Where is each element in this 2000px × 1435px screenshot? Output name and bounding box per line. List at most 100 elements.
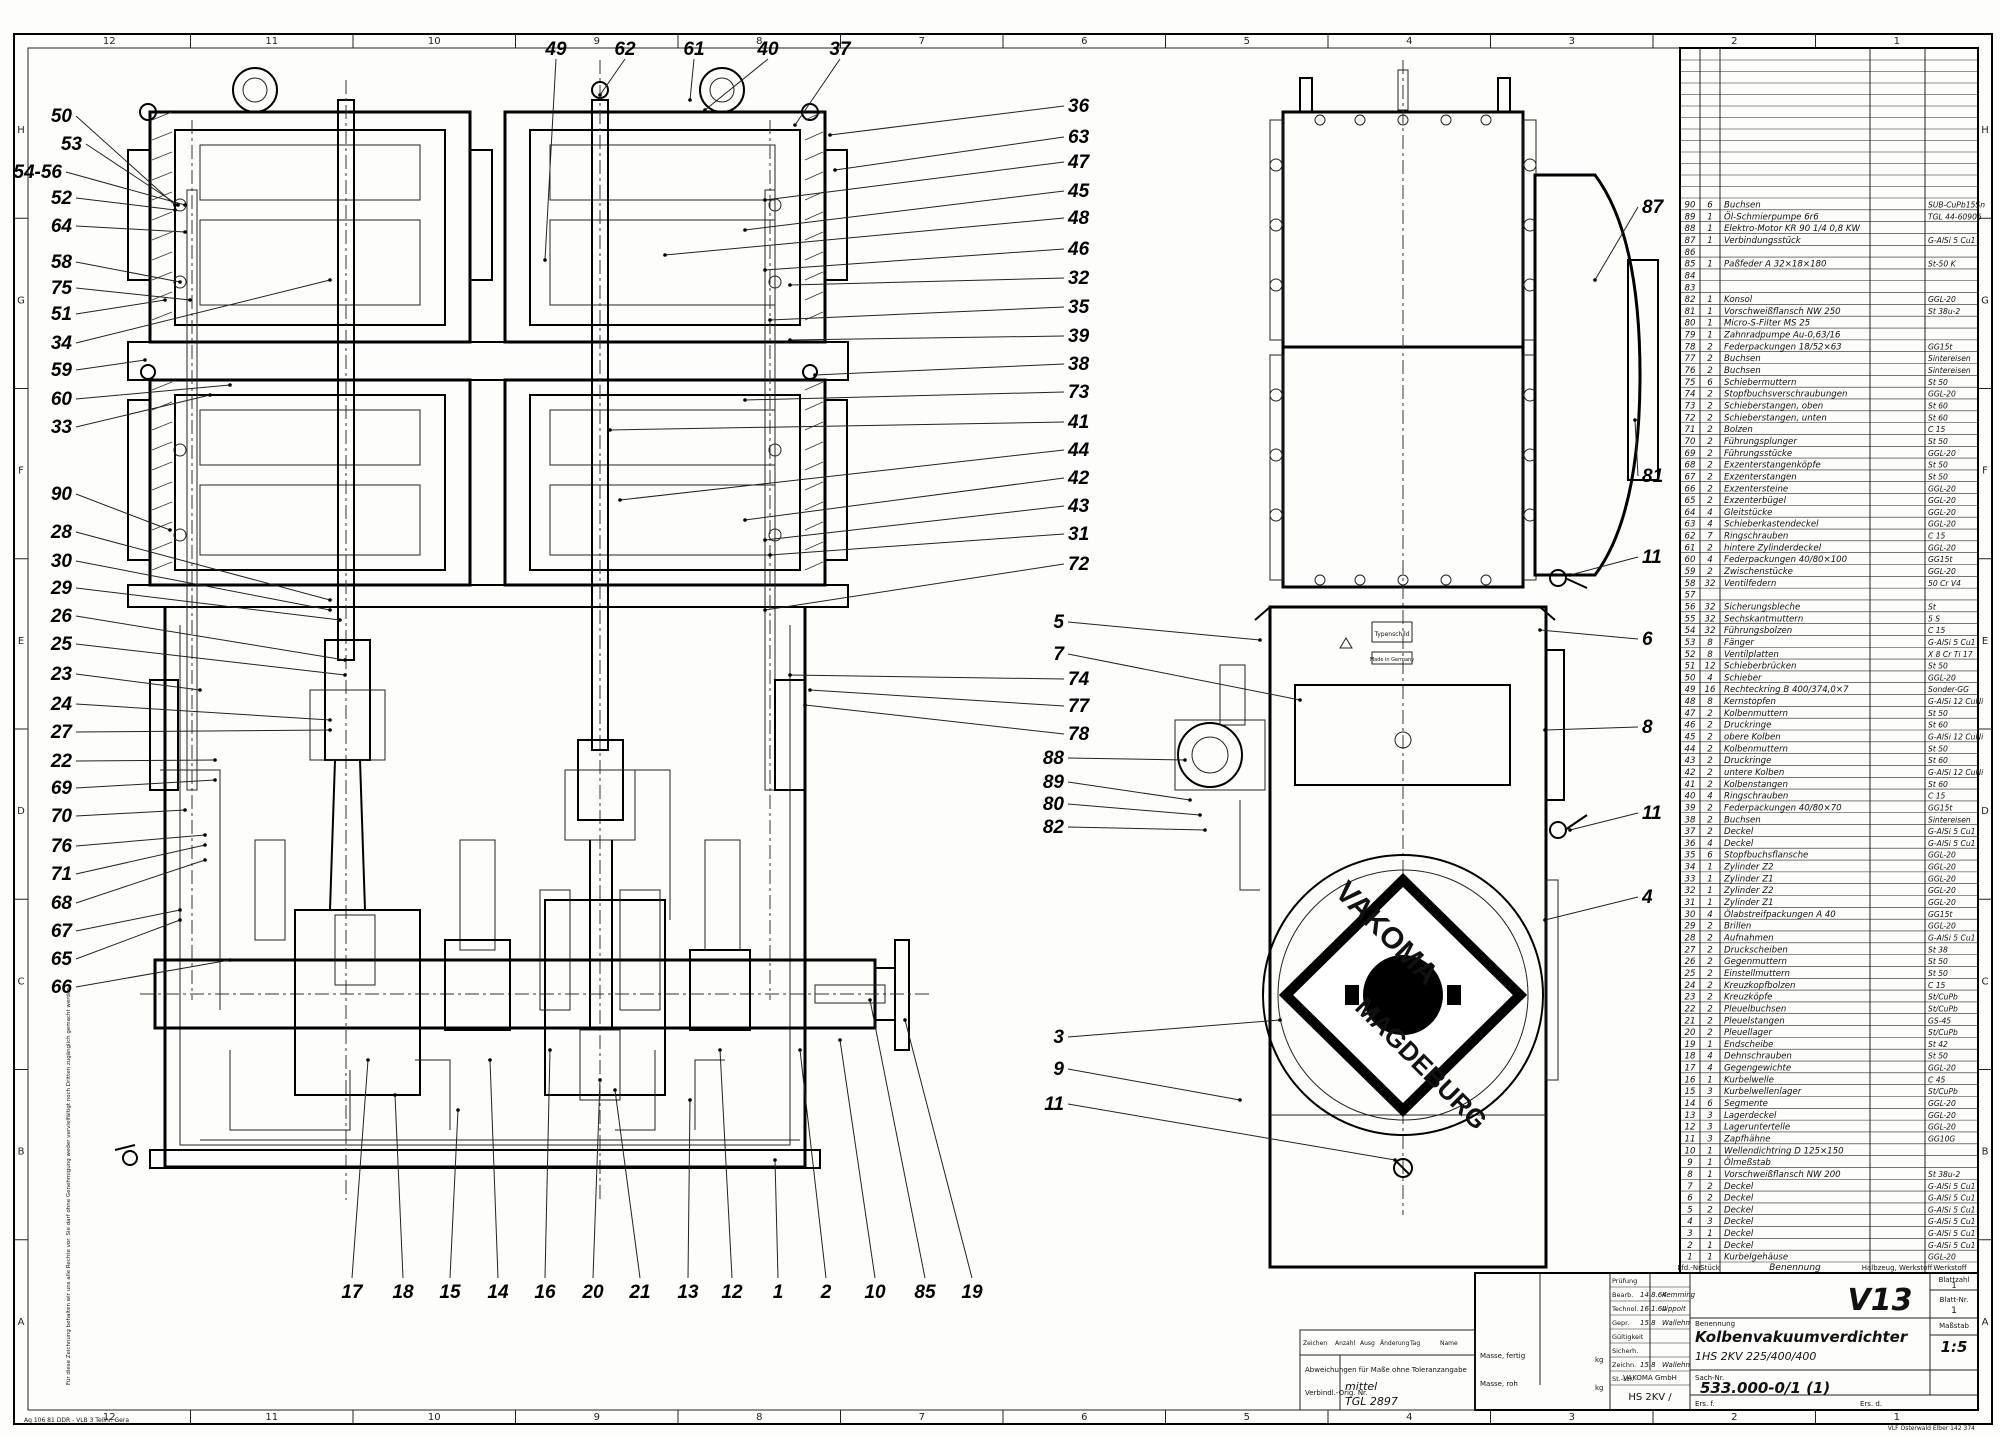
part-callout-label: 24 bbox=[50, 694, 73, 715]
bom-material: Sintereisen bbox=[1928, 354, 1971, 363]
bom-qty: 32 bbox=[1705, 626, 1716, 636]
tolerance-standard: TGL 2897 bbox=[1345, 1395, 1398, 1408]
connecting-rods bbox=[329, 759, 613, 1030]
bom-name: Deckel bbox=[1724, 827, 1754, 837]
part-callout-label: 75 bbox=[51, 278, 73, 299]
bom-qty: 1 bbox=[1707, 260, 1712, 270]
bom-pos: 51 bbox=[1685, 662, 1696, 672]
part-callout-label: 35 bbox=[1068, 297, 1090, 318]
role-name: Wallehn bbox=[1662, 1361, 1690, 1369]
part-callout-label: 28 bbox=[50, 522, 73, 543]
bom-qty: 2 bbox=[1707, 413, 1712, 423]
bom-row: 86 bbox=[1685, 248, 1696, 258]
bom-name: Exzentersteine bbox=[1724, 484, 1788, 494]
frame-column-label: 1 bbox=[1894, 36, 1900, 47]
bom-pos: 16 bbox=[1685, 1075, 1696, 1085]
company-name: VAKOMA GmbH bbox=[1623, 1374, 1677, 1382]
bom-name: Exzenterbügel bbox=[1724, 496, 1787, 506]
bom-qty: 2 bbox=[1707, 993, 1712, 1003]
sheet-no: 1 bbox=[1951, 1306, 1957, 1316]
bom-material: St 38 bbox=[1928, 945, 1948, 954]
bom-qty: 1 bbox=[1707, 1158, 1712, 1168]
bom-pos: 69 bbox=[1685, 449, 1696, 459]
part-callout-label: 2 bbox=[820, 1282, 832, 1303]
bom-name: Elektro-Motor KR 90 1/4 0,8 KW bbox=[1724, 224, 1861, 234]
tolerance-value: mittel bbox=[1345, 1380, 1377, 1393]
part-callout-label: 45 bbox=[1067, 181, 1090, 202]
bom-name: Ringschrauben bbox=[1724, 792, 1788, 802]
bom-pos: 75 bbox=[1685, 378, 1696, 388]
bom-name: Segmente bbox=[1724, 1099, 1768, 1109]
frame-column-label: 3 bbox=[1569, 1412, 1575, 1423]
bom-pos: 55 bbox=[1685, 614, 1696, 624]
bom-name: Kolbenstangen bbox=[1724, 780, 1788, 790]
vakoma-logo: VAKOMA MAGDEBURG bbox=[1278, 872, 1528, 1136]
bom-material: GG10G bbox=[1928, 1134, 1955, 1143]
bom-material: G-AlSi 5 Cu1 bbox=[1928, 1229, 1975, 1238]
part-callout-label: 18 bbox=[392, 1282, 414, 1303]
part-callout-label: 37 bbox=[829, 39, 852, 60]
bom-material: GS-45 bbox=[1928, 1016, 1951, 1025]
bom-material: Sintereisen bbox=[1928, 366, 1971, 375]
bom-material: St 50 bbox=[1928, 662, 1948, 671]
bom-header-name: Benennung bbox=[1769, 1263, 1821, 1273]
bom-qty: 2 bbox=[1707, 543, 1712, 553]
bom-material: GGL-20 bbox=[1928, 496, 1956, 505]
frame-row-label: B bbox=[1982, 1147, 1989, 1158]
part-callout-label: 11 bbox=[1642, 803, 1662, 824]
frame-row-label: H bbox=[1981, 125, 1989, 136]
bom-material: GGL-20 bbox=[1928, 1123, 1956, 1132]
bom-material: St 50 bbox=[1928, 472, 1948, 481]
bom-pos: 38 bbox=[1685, 815, 1696, 825]
bom-pos: 13 bbox=[1685, 1111, 1696, 1121]
bom-material: St 38u-2 bbox=[1928, 1170, 1960, 1179]
bom-pos: 54 bbox=[1685, 626, 1696, 636]
bom-pos: 56 bbox=[1685, 602, 1696, 612]
bom-name: Federpackungen 18/52×63 bbox=[1724, 342, 1842, 352]
part-callout-label: 29 bbox=[50, 578, 73, 599]
bom-material: GGL-20 bbox=[1928, 449, 1956, 458]
bom-name: Dehnschrauben bbox=[1724, 1052, 1792, 1062]
bom-pos: 42 bbox=[1685, 768, 1696, 778]
bom-pos: 44 bbox=[1685, 744, 1696, 754]
part-callout-label: 71 bbox=[51, 864, 72, 885]
frame-column-label: 9 bbox=[594, 36, 600, 47]
bom-qty: 2 bbox=[1707, 342, 1712, 352]
bom-pos: 36 bbox=[1685, 839, 1696, 849]
bom-name: Deckel bbox=[1724, 1205, 1754, 1215]
frame-row-label: F bbox=[18, 466, 24, 477]
bom-qty: 2 bbox=[1707, 472, 1712, 482]
bom-name: Fänger bbox=[1724, 638, 1754, 648]
part-callout-label: 70 bbox=[51, 806, 73, 827]
part-callout-label: 66 bbox=[51, 977, 73, 998]
sheet-count-label: Blattzahl bbox=[1939, 1276, 1970, 1284]
bom-name: Gegengewichte bbox=[1724, 1064, 1791, 1074]
bom-qty: 4 bbox=[1707, 508, 1712, 518]
bom-pos: 79 bbox=[1685, 331, 1696, 341]
bom-material: St 50 bbox=[1928, 378, 1948, 387]
frame-row-label: E bbox=[18, 636, 24, 647]
bom-pos: 43 bbox=[1685, 756, 1696, 766]
bom-material: GG15t bbox=[1928, 555, 1953, 564]
bom-name: Ventilfedern bbox=[1724, 579, 1776, 589]
bom-pos: 87 bbox=[1685, 236, 1696, 246]
frame-row-label: B bbox=[18, 1147, 25, 1158]
bom-name: Ölabstreifpackungen A 40 bbox=[1724, 909, 1836, 920]
bom-material: GGL-20 bbox=[1928, 886, 1956, 895]
bom-qty: 3 bbox=[1707, 1134, 1712, 1144]
